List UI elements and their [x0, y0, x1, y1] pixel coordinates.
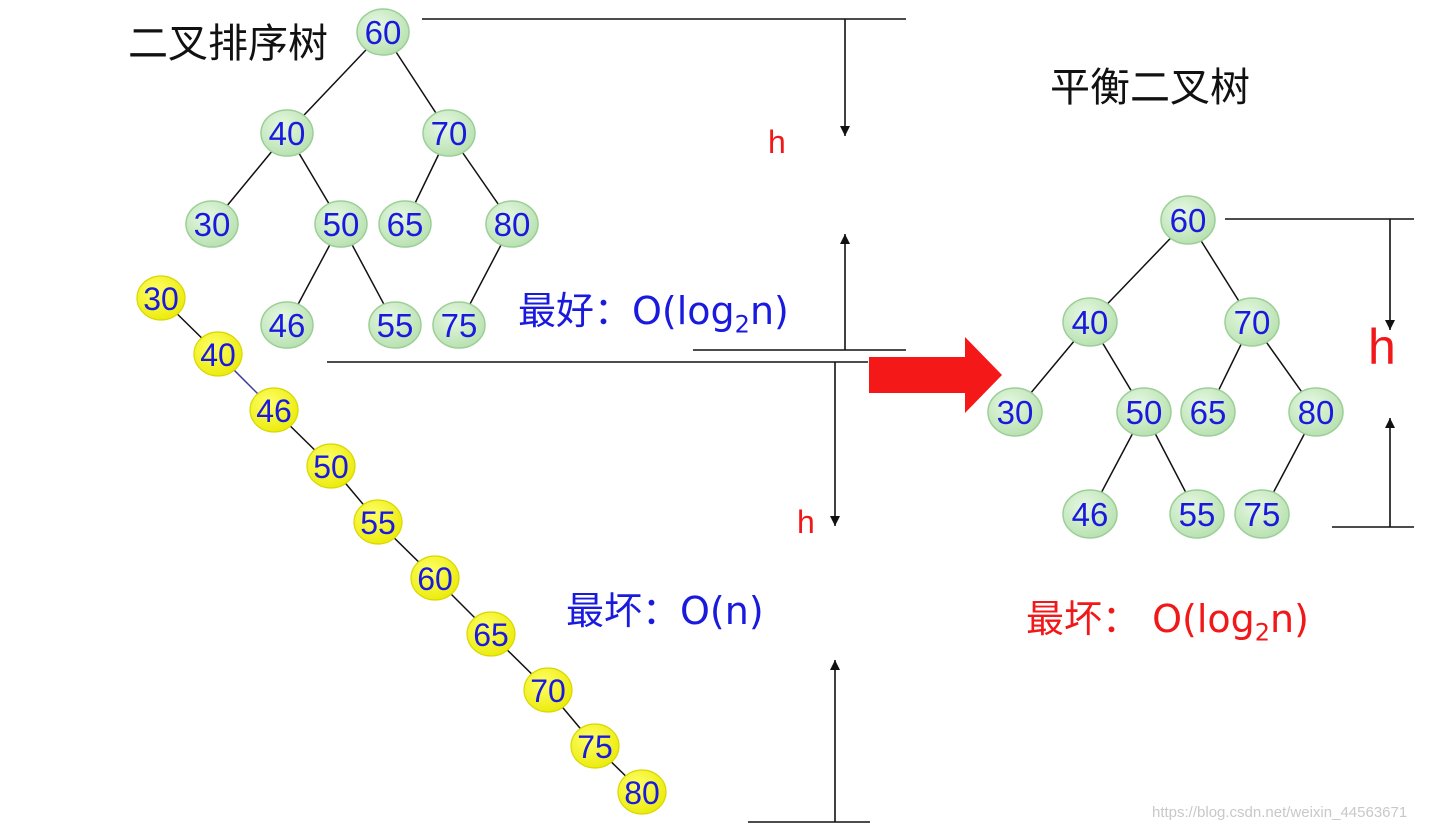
avl-node-60: 60 — [1160, 195, 1216, 245]
avl-height-arrow-down-head — [1385, 320, 1395, 330]
svg-text:70: 70 — [431, 115, 468, 152]
svg-text:60: 60 — [365, 14, 402, 51]
svg-text:46: 46 — [256, 393, 292, 429]
chain-height-arrow-down-head — [830, 516, 840, 526]
svg-text:75: 75 — [441, 307, 478, 344]
avl-node-65: 65 — [1180, 387, 1236, 437]
svg-text:65: 65 — [387, 206, 424, 243]
bst-node-65: 65 — [378, 200, 432, 248]
height-label-top: h — [768, 124, 786, 160]
avl-worst-text: 最坏： O(log — [1026, 597, 1255, 641]
bst-node-60: 60 — [356, 8, 410, 56]
svg-text:55: 55 — [360, 505, 396, 541]
bst-node-46: 46 — [260, 301, 314, 349]
chain-height-arrow-up-head — [830, 660, 840, 670]
avl-node-40: 40 — [1062, 297, 1118, 347]
svg-text:80: 80 — [1298, 394, 1335, 431]
svg-text:65: 65 — [473, 617, 509, 653]
chain-node-80: 80 — [617, 769, 667, 815]
bst-height-arrow-up-head — [840, 234, 850, 244]
chain-node-50: 50 — [306, 443, 356, 489]
svg-text:50: 50 — [313, 449, 349, 485]
chain-node-30: 30 — [136, 275, 186, 321]
bst-node-40: 40 — [260, 109, 314, 157]
svg-text:40: 40 — [200, 337, 236, 373]
svg-text:40: 40 — [269, 115, 306, 152]
svg-text:50: 50 — [1126, 394, 1163, 431]
svg-text:60: 60 — [1170, 202, 1207, 239]
svg-text:50: 50 — [323, 206, 360, 243]
best-case-label: 最好：O(log2n) — [518, 292, 789, 337]
avl-node-30: 30 — [987, 387, 1043, 437]
avl-worst-subscript: 2 — [1254, 618, 1271, 647]
svg-text:40: 40 — [1072, 304, 1109, 341]
avl-worst-suffix: n) — [1270, 597, 1309, 641]
best-case-suffix: n) — [749, 289, 789, 333]
chain-node-55: 55 — [353, 499, 403, 545]
svg-text:70: 70 — [530, 673, 566, 709]
svg-text:46: 46 — [269, 307, 306, 344]
chain-node-75: 75 — [570, 723, 620, 769]
bst-title: 二叉排序树 — [128, 21, 328, 67]
svg-text:75: 75 — [577, 729, 613, 765]
svg-text:55: 55 — [377, 307, 414, 344]
chain-node-70: 70 — [523, 667, 573, 713]
svg-text:70: 70 — [1234, 304, 1271, 341]
svg-text:30: 30 — [194, 206, 231, 243]
best-case-subscript: 2 — [734, 310, 750, 339]
avl-node-70: 70 — [1224, 297, 1280, 347]
svg-text:30: 30 — [143, 281, 179, 317]
height-label-bottom: h — [797, 504, 815, 540]
svg-text:75: 75 — [1244, 496, 1281, 533]
avl-node-50: 50 — [1116, 387, 1172, 437]
svg-text:65: 65 — [1190, 394, 1227, 431]
watermark: https://blog.csdn.net/weixin_44563671 — [1152, 804, 1408, 821]
bst-node-70: 70 — [422, 109, 476, 157]
transform-arrow — [869, 337, 1002, 413]
avl-node-55: 55 — [1169, 489, 1225, 539]
bst-height-arrow-down-head — [840, 126, 850, 136]
avl-title: 平衡二叉树 — [1050, 65, 1250, 111]
avl-worst-case-label: 最坏： O(log2n) — [1026, 600, 1309, 645]
bst-node-80: 80 — [485, 200, 539, 248]
svg-text:30: 30 — [997, 394, 1034, 431]
svg-text:46: 46 — [1072, 496, 1109, 533]
height-label-right: h — [1368, 319, 1396, 375]
svg-text:80: 80 — [624, 775, 660, 811]
bst-node-50: 50 — [314, 200, 368, 248]
avl-node-75: 75 — [1234, 489, 1290, 539]
chain-node-46: 46 — [249, 387, 299, 433]
chain-node-60: 60 — [410, 555, 460, 601]
bst-node-55: 55 — [368, 301, 422, 349]
avl-node-46: 46 — [1062, 489, 1118, 539]
chain-node-65: 65 — [466, 611, 516, 657]
bst-node-75: 75 — [432, 301, 486, 349]
avl-height-arrow-up-head — [1385, 418, 1395, 428]
svg-text:55: 55 — [1179, 496, 1216, 533]
svg-text:60: 60 — [417, 561, 453, 597]
chain-node-40: 40 — [193, 331, 243, 377]
svg-text:80: 80 — [494, 206, 531, 243]
bst-node-30: 30 — [185, 200, 239, 248]
worst-case-label: 最坏：O(n) — [566, 589, 764, 633]
best-case-text: 最好：O(log — [518, 289, 735, 333]
avl-node-80: 80 — [1288, 387, 1344, 437]
